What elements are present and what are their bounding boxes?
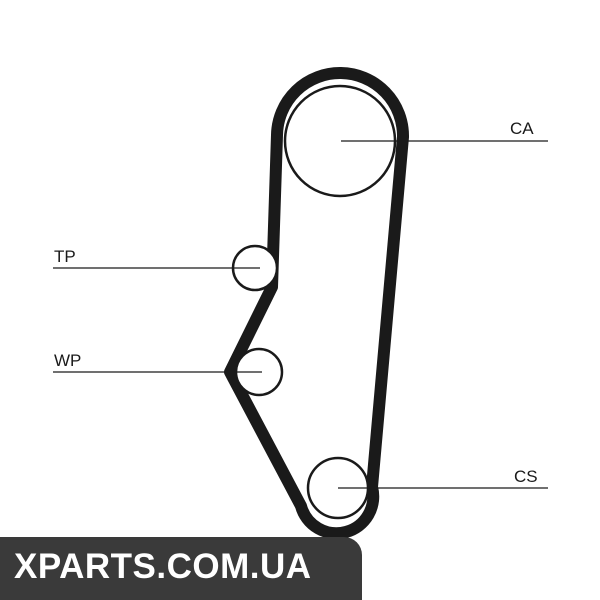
- ca-label: CA: [510, 119, 534, 138]
- wp-label: WP: [54, 351, 81, 370]
- timing-belt: [224, 67, 410, 540]
- cs-label: CS: [514, 467, 538, 486]
- watermark-text: XPARTS.COM.UA: [14, 547, 312, 586]
- tp-label: TP: [54, 247, 76, 266]
- watermark-banner: XPARTS.COM.UA: [0, 537, 362, 600]
